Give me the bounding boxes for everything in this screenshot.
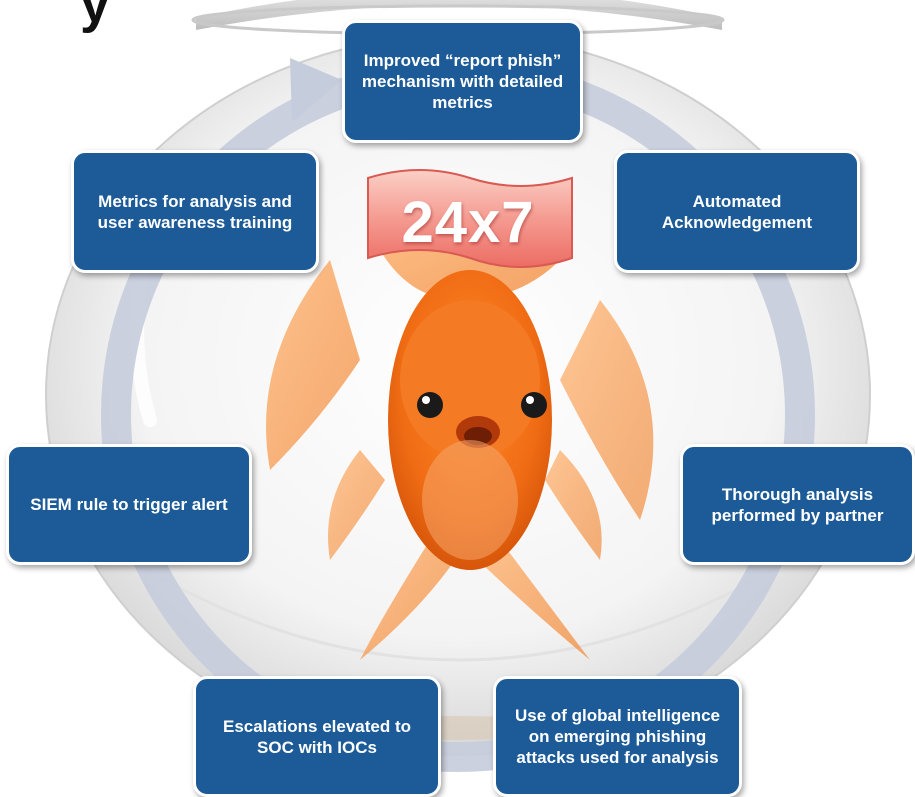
step-thorough-analysis: Thorough analysis performed by partner xyxy=(680,444,915,565)
step-siem-rule-label: SIEM rule to trigger alert xyxy=(30,495,228,514)
step-metrics-training-label: Metrics for analysis and user awareness … xyxy=(97,191,293,232)
step-automated-ack-label: Automated Acknowledgement xyxy=(661,191,813,232)
step-siem-rule: SIEM rule to trigger alert xyxy=(6,444,252,565)
step-report-phish-label: Improved “report phish” mechanism with d… xyxy=(361,51,564,112)
step-thorough-analysis-label: Thorough analysis performed by partner xyxy=(711,484,884,525)
badge-24x7 xyxy=(367,169,573,268)
step-report-phish: Improved “report phish” mechanism with d… xyxy=(342,20,583,143)
step-global-intel: Use of global intelligence on emerging p… xyxy=(493,676,742,797)
step-metrics-training: Metrics for analysis and user awareness … xyxy=(71,150,319,273)
step-escalations: Escalations elevated to SOC with IOCs xyxy=(193,676,441,797)
step-global-intel-label: Use of global intelligence on emerging p… xyxy=(515,706,720,767)
step-automated-ack: Automated Acknowledgement xyxy=(614,150,860,273)
badge-label: 24x7 xyxy=(401,189,535,255)
title-fragment: y xyxy=(80,0,110,34)
step-escalations-label: Escalations elevated to SOC with IOCs xyxy=(222,716,412,757)
